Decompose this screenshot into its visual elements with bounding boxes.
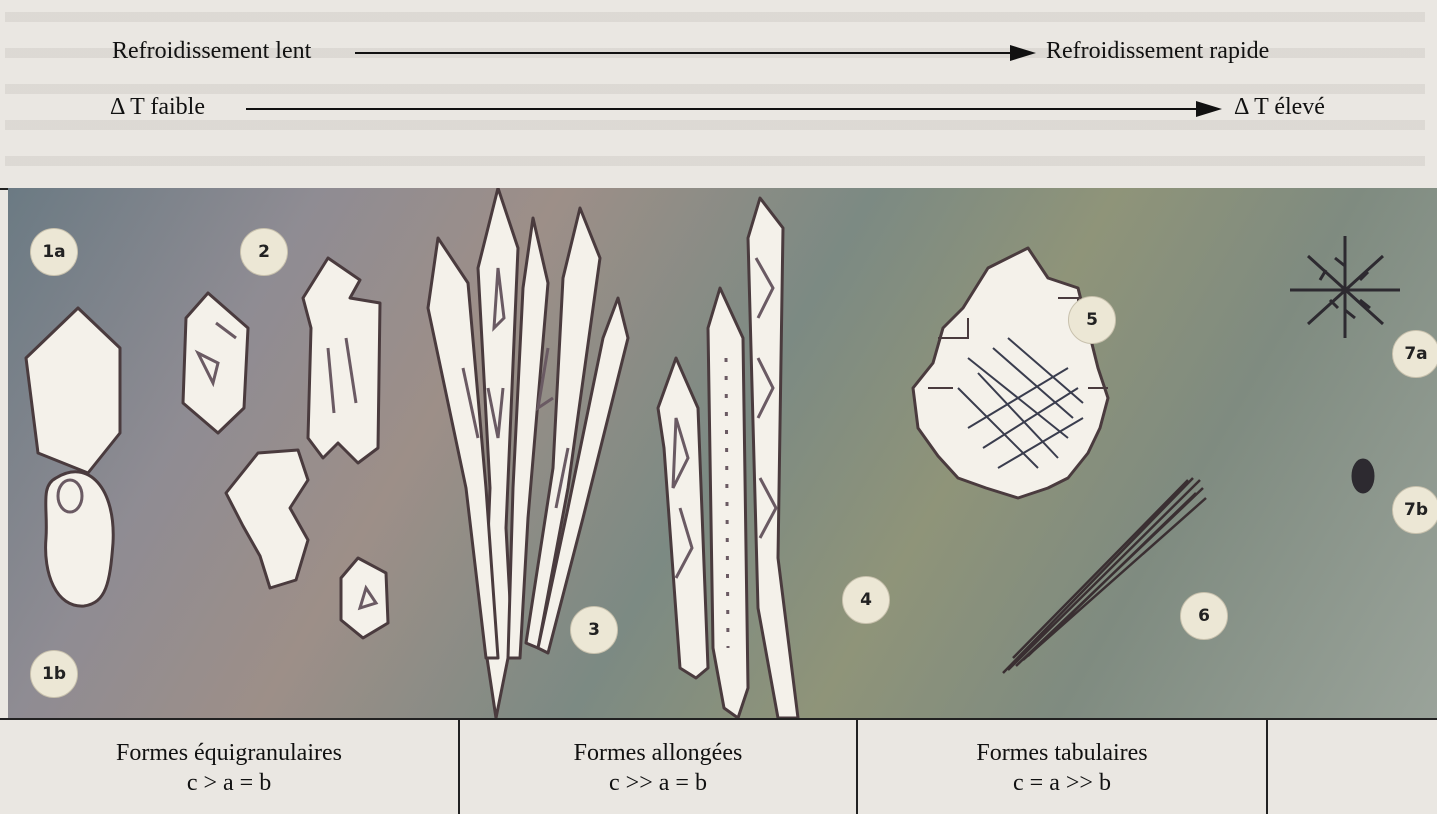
label-7a: 7a	[1392, 330, 1437, 378]
label-6: 6	[1180, 592, 1228, 640]
category-equigranular: Formes équigranulaires c > a = b	[0, 720, 460, 814]
category-equigranular-formula: c > a = b	[0, 770, 458, 797]
cooling-arrow-line	[355, 52, 1020, 54]
label-1a: 1a	[30, 228, 78, 276]
crystal-2-hollow	[303, 258, 380, 463]
fast-cooling-label: Refroidissement rapide	[1046, 38, 1269, 65]
delta-t-low-label: Δ T faible	[110, 94, 205, 121]
shape-categories: Formes équigranulaires c > a = b Formes …	[0, 718, 1437, 814]
crystal-4-needle-c	[748, 198, 798, 718]
category-elongated-title: Formes allongées	[460, 740, 856, 767]
category-equigranular-title: Formes équigranulaires	[0, 740, 458, 767]
delta-t-arrow-line	[246, 108, 1206, 110]
category-elongated: Formes allongées c >> a = b	[460, 720, 858, 814]
crystal-1b	[46, 472, 114, 606]
cooling-scale: Refroidissement lent Refroidissement rap…	[0, 0, 1437, 190]
category-tabular-title: Formes tabulaires	[858, 740, 1266, 767]
crystal-7b	[1352, 459, 1374, 493]
delta-t-arrow-head	[1196, 101, 1222, 117]
crystal-2-lobed	[226, 450, 308, 588]
crystal-1a	[26, 308, 120, 473]
slow-cooling-label: Refroidissement lent	[112, 38, 311, 65]
crystal-7a	[1290, 236, 1400, 338]
label-1b: 1b	[30, 650, 78, 698]
label-3: 3	[570, 606, 618, 654]
label-5: 5	[1068, 296, 1116, 344]
label-2: 2	[240, 228, 288, 276]
crystal-illustration	[8, 188, 1437, 718]
delta-t-high-label: Δ T élevé	[1234, 94, 1325, 121]
cooling-arrow-head	[1010, 45, 1036, 61]
category-elongated-formula: c >> a = b	[460, 770, 856, 797]
category-tabular-formula: c = a >> b	[858, 770, 1266, 797]
category-tabular: Formes tabulaires c = a >> b	[858, 720, 1268, 814]
label-7b: 7b	[1392, 486, 1437, 534]
crystal-morphology-panel: 1a 2 1b 3 4 5 6 7a 7b	[8, 188, 1437, 718]
crystal-6-laths	[1003, 478, 1206, 673]
label-4: 4	[842, 576, 890, 624]
